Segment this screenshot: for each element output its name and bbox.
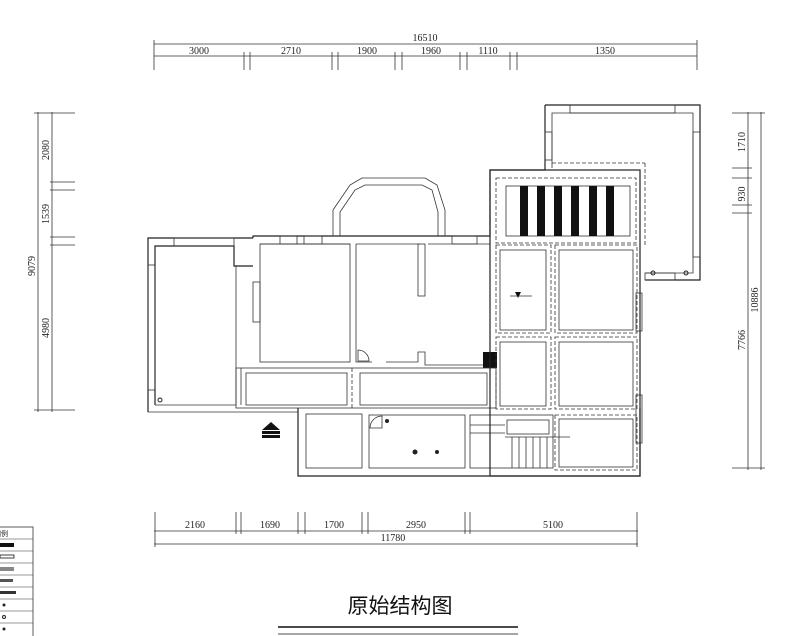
entrance-arrow-icon bbox=[262, 422, 280, 438]
legend-symbol bbox=[2, 615, 6, 619]
dim-bottom-5: 5100 bbox=[543, 520, 563, 531]
dim-left-2: 1539 bbox=[41, 204, 52, 224]
bottom-dimension-chain: 2160 1690 1700 2950 5100 11780 bbox=[154, 512, 638, 547]
right-dimension-chain: 1710 930 7766 10886 bbox=[732, 112, 765, 470]
window bbox=[635, 292, 643, 332]
top-dimension-chain: 16510 3000 2710 1900 1960 1110 1350 bbox=[153, 33, 698, 70]
dim-top-6: 1350 bbox=[595, 46, 615, 57]
legend-swatch-dotted bbox=[0, 591, 16, 594]
window bbox=[147, 264, 156, 391]
dim-top-4: 1960 bbox=[421, 46, 441, 57]
dim-left-1: 2080 bbox=[41, 140, 52, 160]
window bbox=[303, 235, 323, 245]
left-dimension-chain: 2080 1539 4980 9079 bbox=[27, 112, 75, 412]
dim-top-5: 1110 bbox=[478, 46, 497, 57]
legend-swatch-solid bbox=[0, 543, 14, 547]
legend-swatch-hollow bbox=[0, 554, 15, 559]
window bbox=[451, 235, 478, 245]
dim-bottom-3: 1700 bbox=[324, 520, 344, 531]
dim-left-total: 9079 bbox=[27, 256, 38, 276]
dim-right-2: 930 bbox=[737, 187, 748, 202]
dim-top-3: 1900 bbox=[357, 46, 377, 57]
dim-top-1: 3000 bbox=[189, 46, 209, 57]
legend-symbol bbox=[2, 603, 6, 607]
window bbox=[173, 237, 235, 247]
dim-bottom-4: 2950 bbox=[406, 520, 426, 531]
window bbox=[635, 394, 643, 444]
dim-top-2: 2710 bbox=[281, 46, 301, 57]
window bbox=[569, 104, 676, 114]
dim-bottom-1: 2160 bbox=[185, 520, 205, 531]
door-swing bbox=[357, 349, 370, 362]
vent-bars bbox=[520, 186, 614, 236]
legend-header: 图例 bbox=[0, 529, 8, 538]
dim-left-3: 4980 bbox=[41, 318, 52, 338]
window bbox=[279, 235, 298, 245]
dim-bottom-total: 11780 bbox=[381, 533, 406, 544]
legend-swatch-grey bbox=[0, 567, 14, 571]
page-title: 原始结构图 bbox=[347, 594, 453, 618]
walls bbox=[147, 104, 701, 477]
dim-right-1: 1710 bbox=[737, 132, 748, 152]
dim-top-total: 16510 bbox=[413, 33, 438, 44]
dim-right-3: 7766 bbox=[737, 330, 748, 350]
legend-symbol bbox=[2, 627, 6, 631]
window bbox=[692, 131, 701, 258]
window bbox=[252, 281, 261, 323]
legend-swatch-hatched bbox=[0, 579, 13, 582]
dim-bottom-2: 1690 bbox=[260, 520, 280, 531]
legend: 图例 bbox=[0, 526, 34, 636]
dim-right-total: 10886 bbox=[750, 288, 761, 313]
window bbox=[544, 131, 553, 161]
